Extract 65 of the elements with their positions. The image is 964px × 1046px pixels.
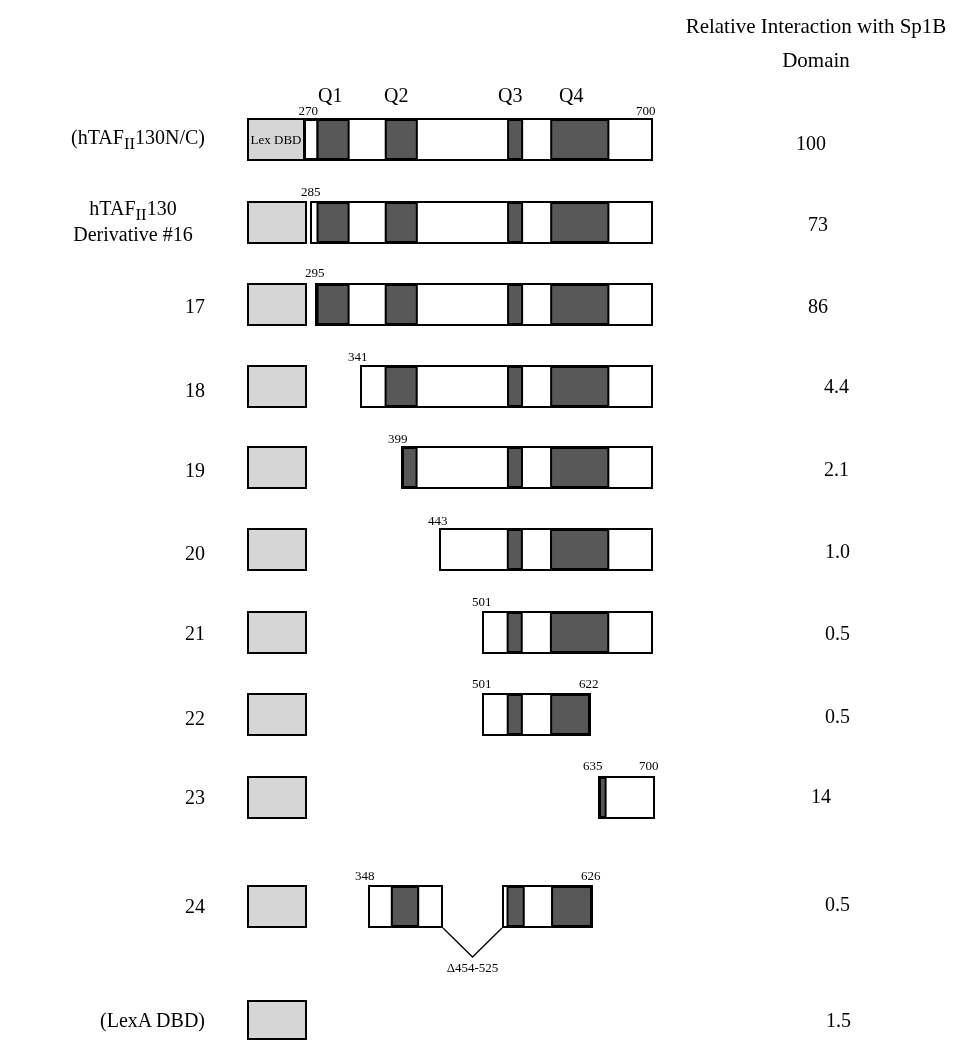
region-label: Q4 [559, 84, 584, 106]
dna-binding-domain-box [247, 365, 307, 408]
protein-construct-bar [482, 611, 653, 654]
residue-number: 700 [639, 758, 659, 774]
residue-number: 285 [301, 184, 321, 200]
region-label: Q1 [318, 84, 343, 106]
dna-binding-domain-box [247, 693, 307, 736]
residue-number: 700 [636, 103, 656, 119]
dna-binding-domain-box [247, 776, 307, 819]
protein-construct-bar [598, 776, 655, 819]
residue-number: 348 [355, 868, 375, 884]
interaction-value: 1.0 [825, 540, 850, 562]
construct-label: (hTAF$_{II}$130N/C) [71, 126, 205, 154]
domain-label: Lex DBD [249, 132, 303, 147]
construct-label: 20 [185, 542, 205, 564]
dna-binding-domain-box [247, 528, 307, 571]
protein-construct-bar [315, 283, 653, 326]
interaction-value: 14 [811, 785, 831, 807]
protein-construct-bar [310, 201, 653, 244]
residue-number: 341 [348, 349, 368, 365]
residue-number: 295 [305, 265, 325, 281]
interaction-value: 100 [796, 132, 826, 154]
interaction-value: 1.5 [826, 1009, 851, 1031]
deletion-junction-line [442, 927, 503, 958]
residue-number: 635 [583, 758, 603, 774]
construct-label: hTAF$_{II}$130 Derivative #16 [72, 197, 194, 245]
construct-label: 24 [185, 895, 205, 917]
residue-number: 443 [428, 513, 448, 529]
region-label: Q2 [384, 84, 409, 106]
construct-label: 19 [185, 459, 205, 481]
dna-binding-domain-box [247, 1000, 307, 1040]
residue-number: 626 [581, 868, 601, 884]
protein-construct-bar [482, 693, 591, 736]
protein-construct-bar [401, 446, 653, 489]
dna-binding-domain-box [247, 118, 305, 161]
protein-construct-bar [502, 885, 593, 928]
region-label: Q3 [498, 84, 523, 106]
protein-construct-bar [368, 885, 443, 928]
residue-number: 399 [388, 431, 408, 447]
protein-construct-bar [303, 118, 653, 161]
protein-construct-bar [439, 528, 653, 571]
residue-number: 622 [579, 676, 599, 692]
construct-label: (LexA DBD) [100, 1009, 205, 1031]
interaction-value: 73 [808, 213, 828, 235]
interaction-value: 2.1 [824, 458, 849, 480]
construct-label: 18 [185, 379, 205, 401]
dna-binding-domain-box [247, 283, 307, 326]
construct-label: 17 [185, 295, 205, 317]
interaction-value: 0.5 [825, 705, 850, 727]
construct-label: 22 [185, 707, 205, 729]
dna-binding-domain-box [247, 201, 307, 244]
column-heading: Relative Interaction with Sp1B Domain [684, 13, 948, 74]
construct-label: 21 [185, 622, 205, 644]
dna-binding-domain-box [247, 446, 307, 489]
protein-construct-bar [360, 365, 653, 408]
residue-number: 270 [298, 103, 318, 119]
interaction-value: 4.4 [824, 375, 849, 397]
interaction-value: 0.5 [825, 893, 850, 915]
interaction-value: 0.5 [825, 622, 850, 644]
dna-binding-domain-box [247, 611, 307, 654]
interaction-value: 86 [808, 295, 828, 317]
residue-number: 501 [472, 594, 492, 610]
construct-label: 23 [185, 786, 205, 808]
residue-number: 501 [472, 676, 492, 692]
dna-binding-domain-box [247, 885, 307, 928]
